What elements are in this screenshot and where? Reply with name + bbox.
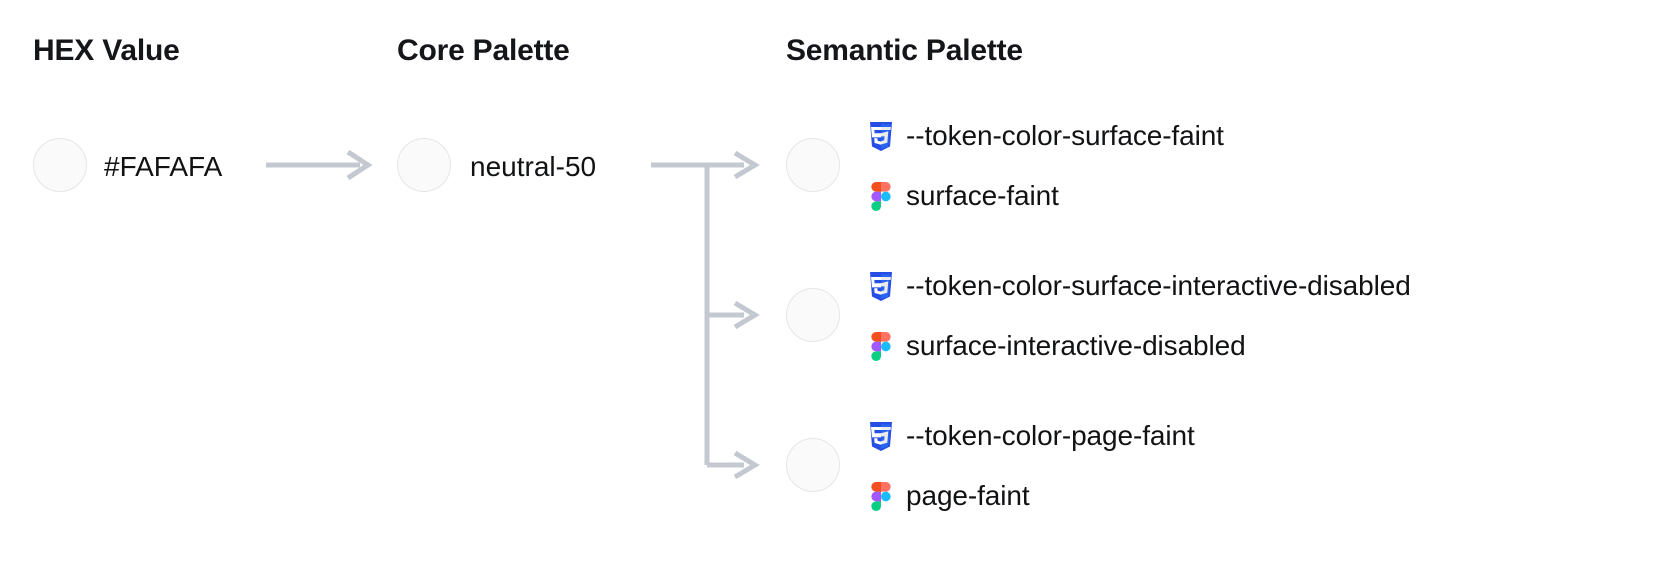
semantic-entry-3: --token-color-page-faint page-faint — [868, 419, 1195, 513]
figma-icon — [871, 331, 891, 361]
semantic-entry-1: --token-color-surface-faint surface-fain… — [868, 119, 1224, 213]
css3-icon — [870, 421, 892, 451]
arrowhead-branch-3 — [733, 450, 760, 480]
semantic-entry-1-figma-token: surface-faint — [906, 180, 1059, 211]
column-heading-core-palette: Core Palette — [397, 34, 570, 67]
column-heading-hex-value: HEX Value — [33, 34, 180, 67]
semantic-entry-2-figma-token: surface-interactive-disabled — [906, 330, 1246, 361]
swatch-semantic-3 — [786, 438, 840, 492]
column-heading-semantic-palette: Semantic Palette — [786, 34, 1023, 67]
css3-icon — [870, 121, 892, 151]
semantic-entry-2-css-token: --token-color-surface-interactive-disabl… — [906, 270, 1411, 301]
semantic-entry-2-figma-row: surface-interactive-disabled — [868, 329, 1411, 363]
core-palette-label: neutral-50 — [470, 151, 597, 182]
swatch-semantic-2 — [786, 288, 840, 342]
semantic-entry-2-css-row: --token-color-surface-interactive-disabl… — [868, 269, 1411, 303]
semantic-entry-1-css-row: --token-color-surface-faint — [868, 119, 1224, 153]
arrowhead-hex-to-core — [346, 149, 373, 181]
semantic-entry-3-css-token: --token-color-page-faint — [906, 420, 1195, 451]
arrowhead-branch-2 — [733, 300, 760, 330]
css3-icon — [870, 271, 892, 301]
semantic-entry-2: --token-color-surface-interactive-disabl… — [868, 269, 1411, 363]
swatch-semantic-1 — [786, 138, 840, 192]
hex-value-label: #FAFAFA — [104, 151, 223, 182]
semantic-entry-3-figma-token: page-faint — [906, 480, 1030, 511]
arrowhead-branch-1 — [733, 150, 760, 180]
semantic-entry-3-figma-row: page-faint — [868, 479, 1195, 513]
semantic-entry-1-css-token: --token-color-surface-faint — [906, 120, 1224, 151]
swatch-core-palette — [397, 138, 451, 192]
semantic-entry-1-figma-row: surface-faint — [868, 179, 1224, 213]
figma-icon — [871, 481, 891, 511]
swatch-hex-value — [33, 138, 87, 192]
figma-icon — [871, 181, 891, 211]
semantic-entry-3-css-row: --token-color-page-faint — [868, 419, 1195, 453]
